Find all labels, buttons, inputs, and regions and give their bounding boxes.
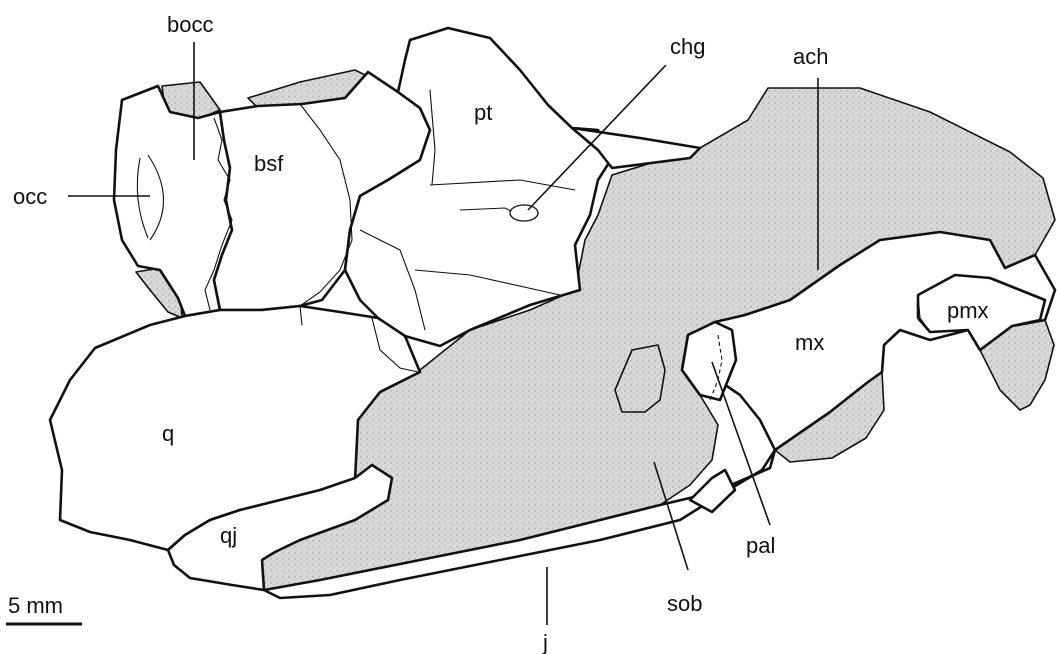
label-bsf: bsf	[254, 151, 284, 176]
label-q: q	[162, 421, 174, 446]
label-ach: ach	[793, 44, 828, 69]
label-pal: pal	[746, 533, 775, 558]
label-pmx: pmx	[947, 298, 989, 323]
label-sob: sob	[667, 591, 702, 616]
label-qj: qj	[220, 523, 237, 548]
label-chg: chg	[670, 34, 705, 59]
label-bocc: bocc	[167, 12, 213, 37]
label-occ: occ	[13, 184, 47, 209]
label-j: j	[542, 630, 548, 654]
chg-opening	[510, 205, 538, 221]
label-pt: pt	[474, 100, 492, 125]
scale-bar-label: 5 mm	[8, 593, 63, 618]
label-mx: mx	[795, 330, 824, 355]
